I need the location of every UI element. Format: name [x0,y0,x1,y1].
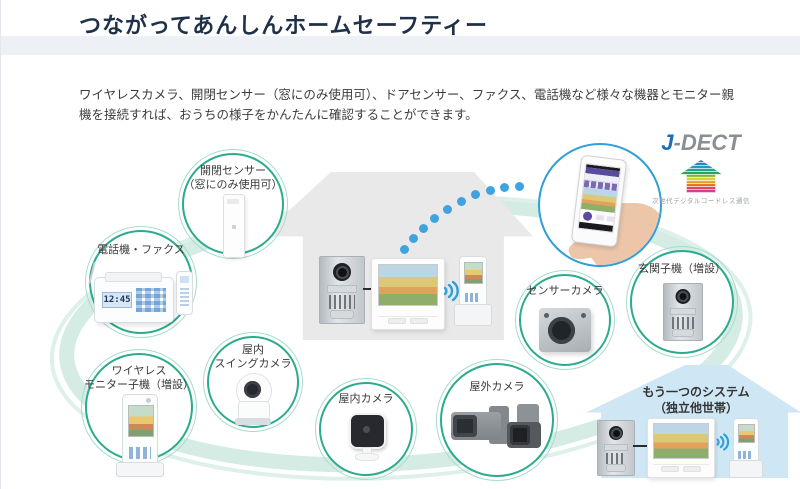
device-circle-entrance-station: 玄関子機（増設） [626,246,738,358]
entrance-station-device [663,283,703,341]
smartphone-screen [577,163,622,233]
device-label: 屋内カメラ [338,393,394,405]
device-circle-indoor-swing-camera: 屋内 スイングカメラ [203,332,303,432]
device-label: 屋内 スイングカメラ [214,344,292,371]
device-label: 屋外カメラ [469,381,525,393]
cordless-handset-device [176,271,193,315]
jdect-logo-block: J-DECT 次世代デジタルコードレス通信 [641,130,761,205]
handset-dock [454,304,492,326]
device-label: 電話機・ファクス [97,244,185,256]
section-divider [1,36,800,55]
door-camera-lens-icon [333,263,351,281]
device-circle-wireless-monitor: ワイヤレス モニター子機（増設） [81,349,197,477]
device-circle-phone-fax: 電話機・ファクス 12:45 [85,226,197,338]
other-door-station-device [597,420,635,476]
device-circle-indoor-camera: 屋内カメラ [315,378,417,480]
device-label: 玄関子機（増設） [638,263,726,275]
page-title: つながってあんしんホームセーフティー [79,13,488,38]
other-monitor-device [647,418,715,478]
device-circle-outdoor-camera: 屋外カメラ [436,359,558,481]
indoor-camera-device [346,413,386,461]
other-handset-device [733,418,759,466]
jdect-logo: J-DECT [661,130,741,155]
main-door-station-device [319,256,365,324]
smartphone-circle [538,143,662,267]
wireless-monitor-handset-device [122,394,158,468]
device-label: 開閉センサー （窓にのみ使用可） [183,165,283,192]
open-close-sensor-device [223,194,245,258]
other-system-label: もう一つのシステム （独立他世帯） [642,385,750,415]
connection-wire [363,288,371,290]
phone-fax-device: 12:45 [88,262,194,327]
device-label: ワイヤレス モニター子機（増設） [84,365,194,392]
jdect-caption: 次世代デジタルコードレス通信 [652,198,750,205]
indoor-swing-camera-device [231,373,275,425]
handset-dock [116,462,164,477]
monitor-screen [378,264,438,306]
outdoor-camera-device [451,404,543,450]
jdect-house-icon [680,160,722,193]
sensor-camera-device [539,308,591,352]
wireless-waves-icon [443,280,459,302]
device-circle-open-close-sensor: 開閉センサー （窓にのみ使用可） [178,149,288,259]
main-wireless-handset-device [459,256,487,310]
intro-text: ワイヤレスカメラ、開閉センサー（窓にのみ使用可）、ドアセンサー、ファクス、電話機… [79,87,734,123]
fax-clock-display: 12:45 [102,292,132,308]
wireless-waves-icon [716,433,730,451]
device-circle-sensor-camera: センサーカメラ [515,270,615,370]
monitor-parent-device [371,258,445,330]
device-label: センサーカメラ [526,285,604,297]
